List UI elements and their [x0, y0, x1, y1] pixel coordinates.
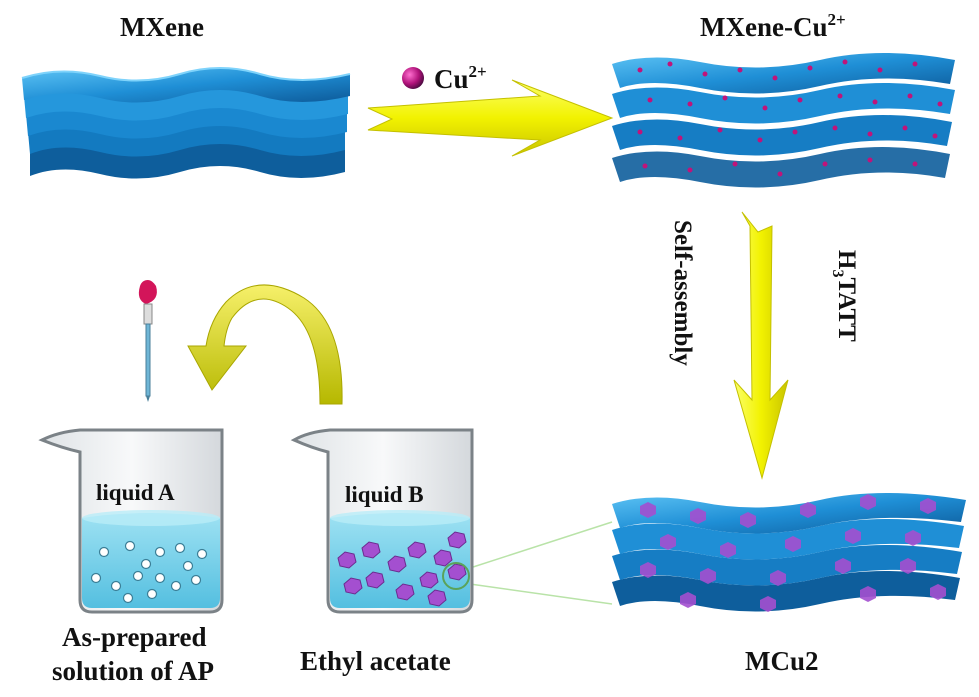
- liquid-b-label-text: liquid B: [345, 482, 424, 507]
- cu-ion-label-sup: 2+: [468, 62, 487, 81]
- liquid-a-label-text: liquid A: [96, 480, 175, 505]
- h3tatt-label: H3TATT: [829, 250, 860, 342]
- mcu2-label-text: MCu2: [745, 646, 819, 676]
- liquid-b-label: liquid B: [345, 482, 424, 508]
- liquid-a-label: liquid A: [96, 480, 175, 506]
- as-prepared-line1-text: As-prepared: [62, 622, 207, 652]
- self-assembly-arrow: [733, 211, 789, 480]
- mxene-stack: [21, 67, 351, 179]
- transfer-curved-arrow: [187, 284, 343, 405]
- cu-ion-label-base: Cu: [434, 64, 469, 94]
- h3tatt-suffix: TATT: [833, 277, 860, 342]
- mxene-label-text: MXene: [120, 12, 204, 42]
- mxene-label: MXene: [120, 12, 204, 43]
- as-prepared-label-line1: As-prepared: [62, 622, 207, 653]
- ethyl-acetate-label: Ethyl acetate: [300, 646, 451, 677]
- h3tatt-prefix: H: [833, 250, 860, 270]
- mxene-cu-label-sup: 2+: [827, 10, 846, 29]
- dropper-icon: [138, 280, 157, 402]
- ethyl-acetate-label-text: Ethyl acetate: [300, 646, 451, 676]
- as-prepared-line2-text: solution of AP: [52, 656, 215, 686]
- cu-ion-icon: [402, 67, 424, 89]
- self-assembly-label-text: Self-assembly: [669, 220, 696, 366]
- beaker-a: [38, 428, 224, 614]
- h3tatt-subscript: 3: [829, 269, 846, 278]
- mcu2-label: MCu2: [745, 646, 819, 677]
- as-prepared-label-line2: solution of AP: [52, 656, 214, 687]
- beaker-b: [290, 428, 474, 614]
- cu-arrow: [367, 79, 614, 157]
- mxene-cu-label-base: MXene-Cu: [700, 12, 828, 42]
- self-assembly-label: Self-assembly: [668, 220, 696, 366]
- mxene-cu-sheets: [612, 53, 955, 188]
- zoom-line-lower: [469, 583, 613, 605]
- mxene-cu-label: MXene-Cu2+: [700, 10, 846, 43]
- cu-ion-label: Cu2+: [434, 62, 487, 95]
- mcu2-sheets: [612, 493, 966, 612]
- zoom-line-upper: [469, 521, 613, 569]
